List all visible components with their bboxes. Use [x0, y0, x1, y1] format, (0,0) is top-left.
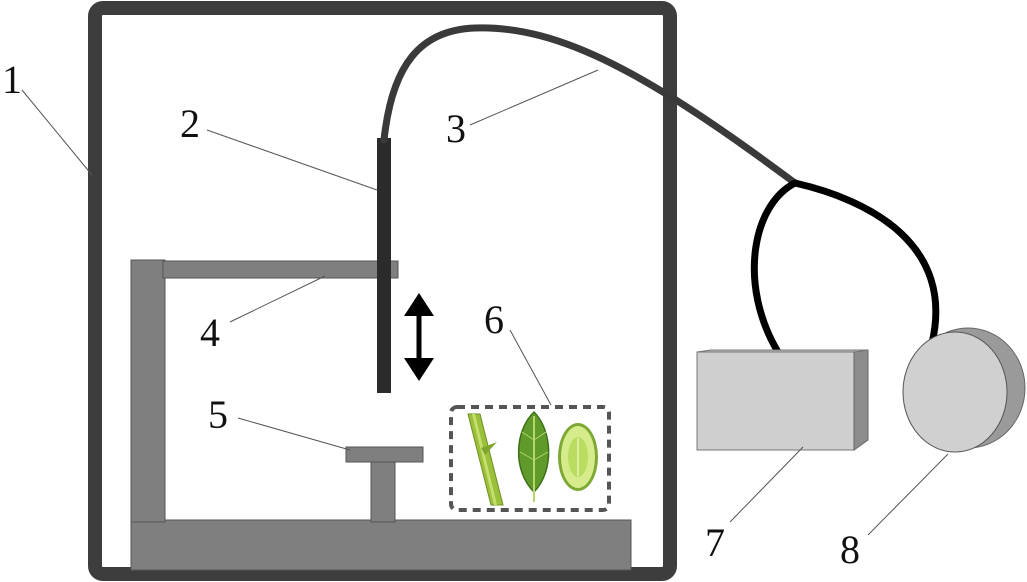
cucumber-slice-icon [558, 423, 598, 491]
vertical-post [130, 259, 166, 523]
label-enclosure: 1 [2, 57, 22, 102]
light-source-box [696, 349, 869, 451]
label-fiber-cable: 3 [446, 106, 466, 151]
leader-line-8 [867, 453, 949, 536]
leaf-icon [517, 410, 550, 502]
probe-rod [377, 138, 391, 393]
sample-stage-top [345, 446, 424, 463]
enclosure-frame [88, 1, 677, 581]
leader-line-3 [469, 69, 599, 126]
base-platform [130, 519, 632, 571]
leader-line-2 [206, 129, 378, 191]
leader-line-6 [509, 329, 552, 406]
cable-branch-left [750, 179, 799, 356]
double-vertical-arrow-icon [404, 293, 434, 381]
label-sample-stage: 5 [208, 392, 228, 437]
label-probe: 2 [180, 101, 200, 146]
horizontal-arm [162, 260, 399, 279]
sample-stage-column [370, 459, 396, 523]
label-spectrometer: 8 [840, 527, 860, 572]
label-samples: 6 [484, 297, 504, 342]
leader-line-4 [229, 275, 326, 323]
cable-branch-right [791, 179, 940, 347]
plant-stem-icon [467, 413, 504, 506]
leader-line-1 [21, 89, 93, 176]
spectrometer-cylinder [902, 327, 1026, 453]
label-light-source: 7 [705, 520, 725, 565]
leader-line-7 [729, 446, 804, 523]
fiber-cable [380, 24, 799, 187]
label-arm: 4 [200, 310, 220, 355]
leader-line-5 [237, 417, 351, 451]
